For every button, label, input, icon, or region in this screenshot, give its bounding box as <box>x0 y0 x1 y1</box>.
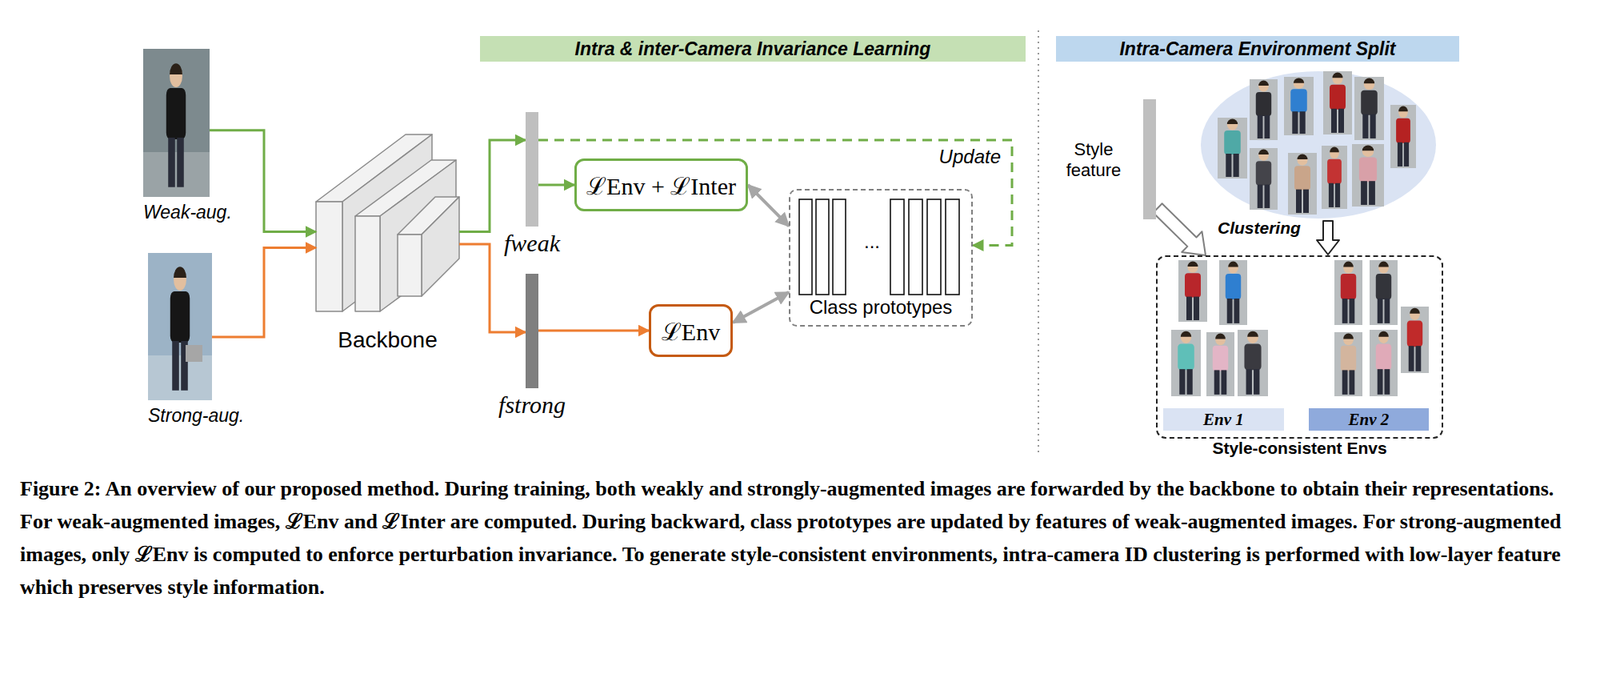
section-header: Intra & inter-Camera Invariance Learning <box>480 36 1026 62</box>
node-text: Weak-aug. <box>143 201 232 224</box>
connector-arrow <box>748 184 789 226</box>
section-header: Intra-Camera Environment Split <box>1056 36 1460 62</box>
node-text: fweak <box>504 229 560 257</box>
node-text: Env 1 <box>1203 409 1244 430</box>
person-photo <box>1323 71 1352 135</box>
person-photo <box>1206 332 1235 396</box>
prototype-bar <box>799 199 812 295</box>
style-feature-vector: Style feature <box>1143 99 1156 220</box>
prototype-bar <box>816 199 829 295</box>
cluster-people <box>1217 71 1416 215</box>
person-photo <box>1219 260 1248 325</box>
photo-ground <box>143 48 210 197</box>
input-image: Strong-aug. <box>148 252 212 400</box>
photo-ground <box>148 252 212 400</box>
connector-arrow <box>538 140 1012 246</box>
environment-group: Style-consistent EnvsEnv 1Env 2 <box>1156 255 1444 439</box>
figure-caption: Figure 2: An overview of our proposed me… <box>20 472 1580 604</box>
node-text: fstrong <box>498 391 566 419</box>
block-face <box>421 196 460 296</box>
person-photo <box>1171 329 1201 396</box>
person-figure <box>170 266 190 391</box>
person-photo <box>1249 79 1278 140</box>
input-image: Weak-aug. <box>143 48 210 197</box>
node-text: Class prototypes <box>809 296 953 319</box>
backbone-network: Backbone <box>316 134 460 312</box>
node-text: Backbone <box>337 327 438 353</box>
prototype-bar <box>832 199 846 295</box>
connector-arrow <box>212 247 316 337</box>
connector-arrow <box>538 184 575 187</box>
node-text: ℒEnv + ℒInter <box>586 168 736 202</box>
person-photo <box>1237 329 1268 396</box>
prototype-bar <box>890 199 904 295</box>
photo-ground <box>143 152 210 197</box>
person-photo <box>1249 148 1278 210</box>
block-face <box>355 216 380 312</box>
free-label: Clustering <box>1217 218 1301 238</box>
node-text: Intra & inter-Camera Invariance Learning <box>575 38 932 60</box>
person-photo <box>1217 117 1248 179</box>
backbone-blocks <box>316 134 460 312</box>
person-photo <box>1390 104 1416 168</box>
person-photo <box>1334 260 1363 325</box>
node-text: Strong-aug. <box>148 404 244 427</box>
strong-aug-photo <box>148 252 212 400</box>
person-photo <box>1288 152 1317 215</box>
connector-arrow <box>538 329 649 332</box>
block-face <box>316 201 343 312</box>
person-photo <box>1369 260 1398 325</box>
feature-vector: fstrong <box>525 273 539 388</box>
environment-band: Env 2 <box>1308 408 1429 431</box>
env-people <box>1171 260 1429 396</box>
connector-arrow <box>732 292 789 323</box>
person-photo <box>1334 332 1363 396</box>
loss-box: ℒEnv <box>648 304 733 357</box>
person-photo <box>1352 144 1384 207</box>
node-text: Env 2 <box>1348 409 1390 430</box>
node-text: Style feature <box>1053 139 1134 181</box>
person-photo <box>1284 76 1314 136</box>
loss-box: ℒEnv + ℒInter <box>574 158 748 212</box>
person-photo <box>1369 329 1398 396</box>
node-text: ... <box>864 230 880 253</box>
prototype-bank: ... Class prototypes <box>788 188 973 327</box>
weak-aug-photo <box>143 48 210 197</box>
hollow-arrow <box>1152 203 1206 256</box>
id-cluster-ellipse <box>1200 71 1436 219</box>
node-text: ℒEnv <box>661 314 720 348</box>
prototype-bars <box>799 199 960 295</box>
person-photo <box>1354 76 1384 140</box>
prototype-bar <box>908 199 923 295</box>
feature-vector: fweak <box>525 112 539 227</box>
node-text: Intra-Camera Environment Split <box>1119 38 1396 60</box>
connector-arrow <box>459 140 526 232</box>
environment-band: Env 1 <box>1163 408 1284 431</box>
photo-ground <box>148 355 212 400</box>
prototype-bar <box>945 199 960 295</box>
person-photo <box>1178 260 1208 322</box>
person-photo <box>1400 306 1429 373</box>
prototype-bar <box>927 199 941 295</box>
node-text: Style-consistent Envs <box>1212 438 1387 458</box>
connector-arrow <box>459 244 526 332</box>
erased-patch <box>185 344 203 362</box>
person-figure <box>166 63 186 188</box>
hollow-down-arrow <box>1316 220 1340 255</box>
edge-label: Update <box>937 145 1003 168</box>
block-face <box>397 234 422 296</box>
panel-divider <box>1037 30 1040 455</box>
person-photo <box>1321 145 1348 209</box>
